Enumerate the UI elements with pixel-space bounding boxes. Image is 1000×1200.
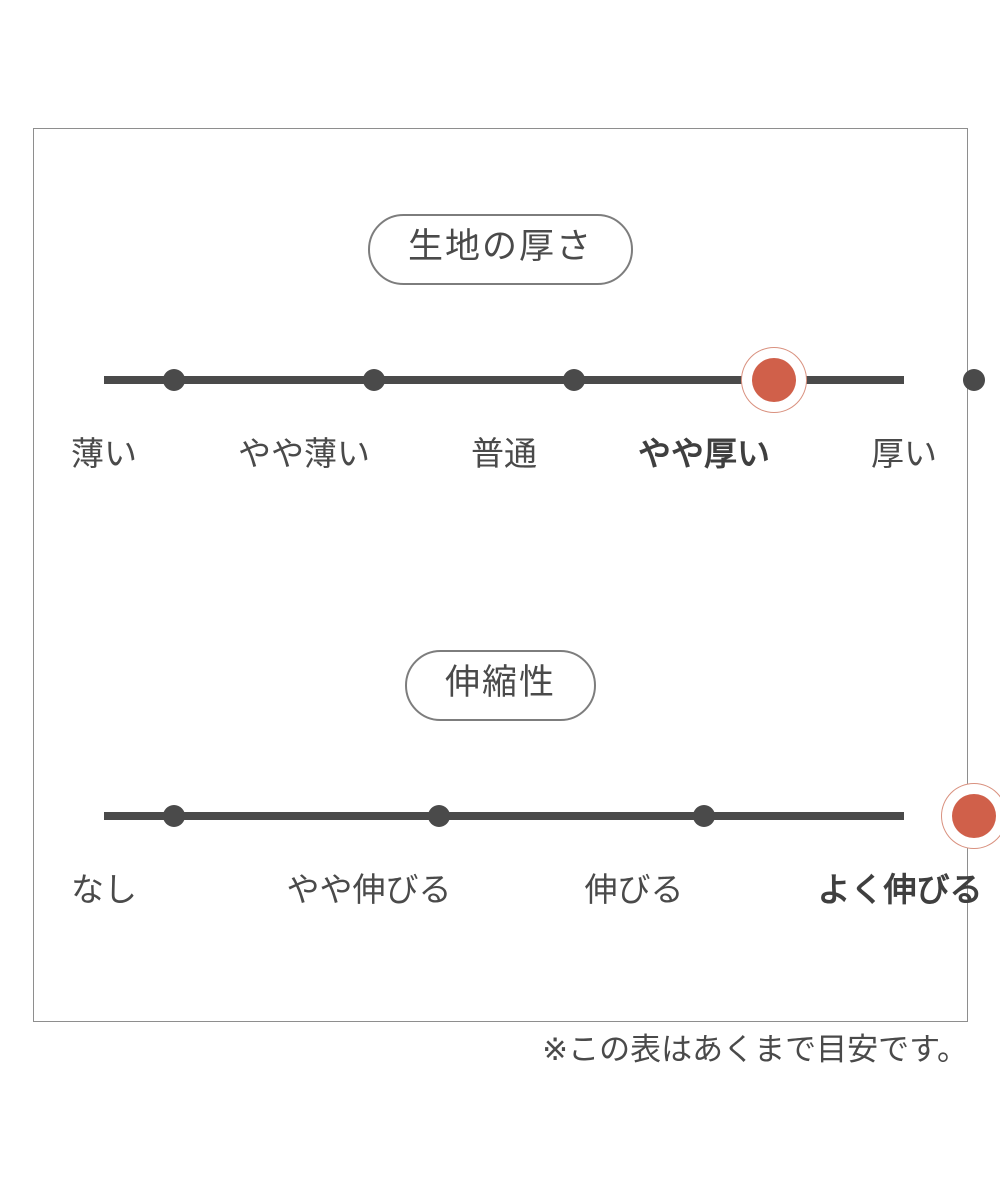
stretch-label-nashi[interactable]: なし <box>71 870 137 909</box>
thickness-scale-track <box>104 376 904 384</box>
thickness-dot-atsui[interactable] <box>963 369 985 391</box>
stretch-label-nobiru[interactable]: 伸びる <box>584 870 684 909</box>
stretch-label-yoku-nobiru[interactable]: よく伸びる <box>817 870 983 909</box>
stretch-dot-nobiru[interactable] <box>693 805 715 827</box>
thickness-label-atsui[interactable]: 厚い <box>871 434 937 473</box>
section-heading-stretch: 伸縮性 <box>404 650 596 721</box>
section-heading-thickness: 生地の厚さ <box>367 214 633 285</box>
thickness-label-usui[interactable]: 薄い <box>71 434 137 473</box>
thickness-label-yaya-usui[interactable]: やや薄い <box>238 434 370 473</box>
stretch-dot-nashi[interactable] <box>163 805 185 827</box>
thickness-dot-futsuu[interactable] <box>563 369 585 391</box>
section-heading-stretch-row: 伸縮性 <box>34 650 967 721</box>
stretch-dot-yoku-nobiru[interactable] <box>952 794 996 838</box>
stretch-scale-track <box>104 812 904 820</box>
thickness-dot-yaya-usui[interactable] <box>363 369 385 391</box>
section-heading-thickness-row: 生地の厚さ <box>34 214 967 285</box>
spec-card: 生地の厚さ 薄い やや薄い 普通 やや厚い 厚い 伸縮性 なし やや伸びる 伸び… <box>33 128 996 1022</box>
thickness-label-yaya-atsui[interactable]: やや厚い <box>638 434 770 473</box>
thickness-dot-usui[interactable] <box>163 369 185 391</box>
stretch-dot-yaya-nobiru[interactable] <box>428 805 450 827</box>
stretch-label-yaya-nobiru[interactable]: やや伸びる <box>286 870 452 909</box>
footnote-disclaimer: ※この表はあくまで目安です。 <box>542 1032 968 1068</box>
thickness-labels: 薄い やや薄い 普通 やや厚い 厚い <box>34 437 967 485</box>
stretch-labels: なし やや伸びる 伸びる よく伸びる <box>34 870 983 921</box>
thickness-label-futsuu[interactable]: 普通 <box>471 434 537 473</box>
thickness-dot-yaya-atsui[interactable] <box>752 358 796 402</box>
